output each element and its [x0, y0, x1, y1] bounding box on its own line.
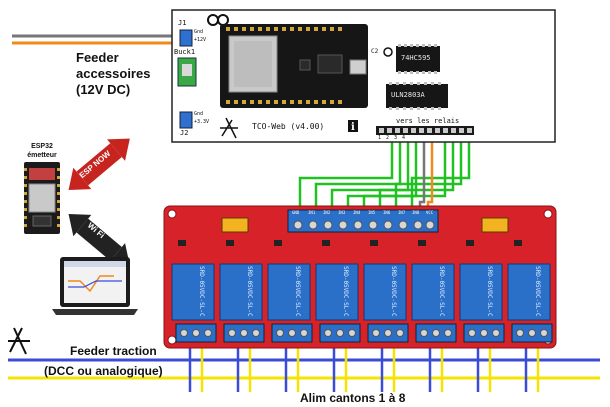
terminal-in7: IN7	[398, 210, 406, 215]
j2-connector	[179, 111, 193, 129]
ic-uln2803a	[386, 84, 448, 108]
terminal-in1: IN1	[308, 210, 316, 215]
esp32-emitter-board	[24, 162, 60, 234]
pcb-j2-33v: +3.3V	[194, 119, 210, 125]
relay-1	[171, 263, 215, 321]
relay-2	[219, 263, 263, 321]
info-icon	[348, 120, 358, 132]
terminal-in5: IN5	[368, 210, 376, 215]
pcb-j1-label: J1	[178, 19, 187, 27]
relay-text-3: SRD-05VDC-SL-C	[294, 266, 301, 317]
pcb-j1-gnd: Gnd	[194, 29, 204, 35]
relay-header	[376, 126, 474, 135]
relay-7	[459, 263, 503, 321]
relay-3	[267, 263, 311, 321]
laptop-icon	[52, 257, 138, 315]
terminal-in6: IN6	[383, 210, 391, 215]
usb-port	[349, 59, 367, 75]
pcb-buck1-label: Buck1	[174, 48, 196, 56]
relays	[171, 263, 551, 321]
tco-pcb: i	[171, 9, 556, 143]
relay-text-6: SRD-05VDC-SL-C	[438, 266, 445, 317]
feeder-traction-sub-label: (DCC ou analogique)	[44, 364, 163, 378]
jumper-right	[481, 217, 509, 233]
esp32-emetteur-label: ESP32 émetteur	[27, 143, 57, 159]
terminal-in8: IN8	[412, 210, 420, 215]
relay-5	[363, 263, 407, 321]
terminal-gnd: GND	[292, 210, 300, 215]
j1-connector	[179, 29, 193, 47]
terminal-in3: IN3	[338, 210, 346, 215]
svg-text:i: i	[351, 122, 355, 133]
pcb-relay-pin-2: 2	[386, 135, 390, 141]
terminal-vcc: VCC	[426, 210, 434, 215]
relay-8	[507, 263, 551, 321]
dc-symbol-large-icon	[8, 327, 30, 355]
pcb-relay-header-label: vers les relais	[396, 117, 460, 125]
ic-74hc595	[396, 46, 440, 72]
relay-text-1: SRD-05VDC-SL-C	[198, 266, 205, 317]
pcb-j2-label: J2	[180, 129, 189, 137]
feeder-accessoires-label: Feeder accessoires (12V DC)	[76, 50, 151, 97]
pcb-relay-pin-4: 4	[402, 135, 406, 141]
relay-text-4: SRD-05VDC-SL-C	[342, 266, 349, 317]
pcb-j1-12v: +12V	[194, 37, 207, 43]
pcb-relay-pin-1: 1	[378, 135, 382, 141]
dc-symbol-icon	[220, 117, 238, 139]
pcb-title: TCO-Web (v4.00)	[252, 122, 325, 131]
relay-4	[315, 263, 359, 321]
pcb-c2-label: C2	[371, 48, 379, 55]
pcb-j2-gnd: Gnd	[194, 111, 204, 117]
pcb-ic2-label: ULN2803A	[391, 91, 425, 99]
alim-cantons-label: Alim cantons 1 à 8	[300, 391, 406, 405]
feeder-traction-label: Feeder traction	[70, 344, 157, 358]
jumper-left	[221, 217, 249, 233]
output-terminals	[175, 323, 553, 343]
capacitor-c2	[383, 47, 393, 57]
terminal-in4: IN4	[353, 210, 361, 215]
esp-now-arrow-icon	[68, 138, 130, 190]
pcb-ic1-label: 74HC595	[401, 54, 431, 62]
signal-wires	[298, 133, 471, 210]
canton-drops	[188, 345, 540, 392]
pcb-relay-pin-3: 3	[394, 135, 398, 141]
relay-text-2: SRD-05VDC-SL-C	[246, 266, 253, 317]
relay-text-7: SRD-05VDC-SL-C	[486, 266, 493, 317]
terminal-in2: IN2	[323, 210, 331, 215]
relay-6	[411, 263, 455, 321]
relay-text-5: SRD-05VDC-SL-C	[390, 266, 397, 317]
relay-text-8: SRD-05VDC-SL-C	[534, 266, 541, 317]
